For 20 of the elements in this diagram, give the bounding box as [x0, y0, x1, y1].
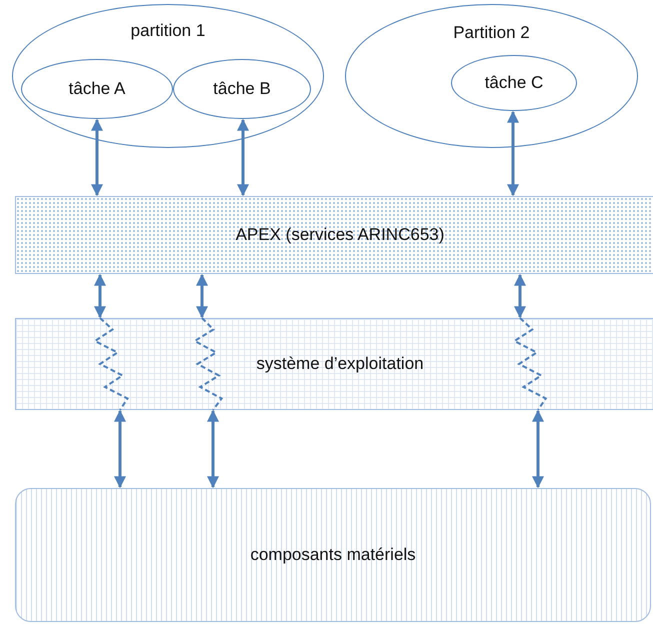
partition-title: partition 1: [130, 21, 206, 41]
double-arrow: [207, 410, 219, 488]
node-label: tâche B: [213, 79, 271, 99]
double-arrow: [94, 274, 106, 318]
double-arrow: [514, 274, 526, 318]
double-arrow: [507, 110, 519, 196]
node-label: APEX (services ARINC653): [236, 225, 444, 245]
double-arrow: [237, 118, 249, 196]
double-arrow: [196, 274, 208, 318]
layer-band: [15, 318, 653, 410]
layer-band: [15, 196, 653, 274]
node-label: système d’exploitation: [256, 354, 424, 374]
layer-box: [15, 488, 651, 622]
double-arrow: [114, 410, 126, 488]
node-label: composants matériels: [250, 545, 416, 565]
partition-title: Partition 2: [453, 23, 530, 43]
double-arrow: [91, 118, 103, 196]
node-label: tâche A: [68, 79, 126, 99]
double-arrow: [532, 410, 544, 488]
node-label: tâche C: [484, 73, 544, 93]
